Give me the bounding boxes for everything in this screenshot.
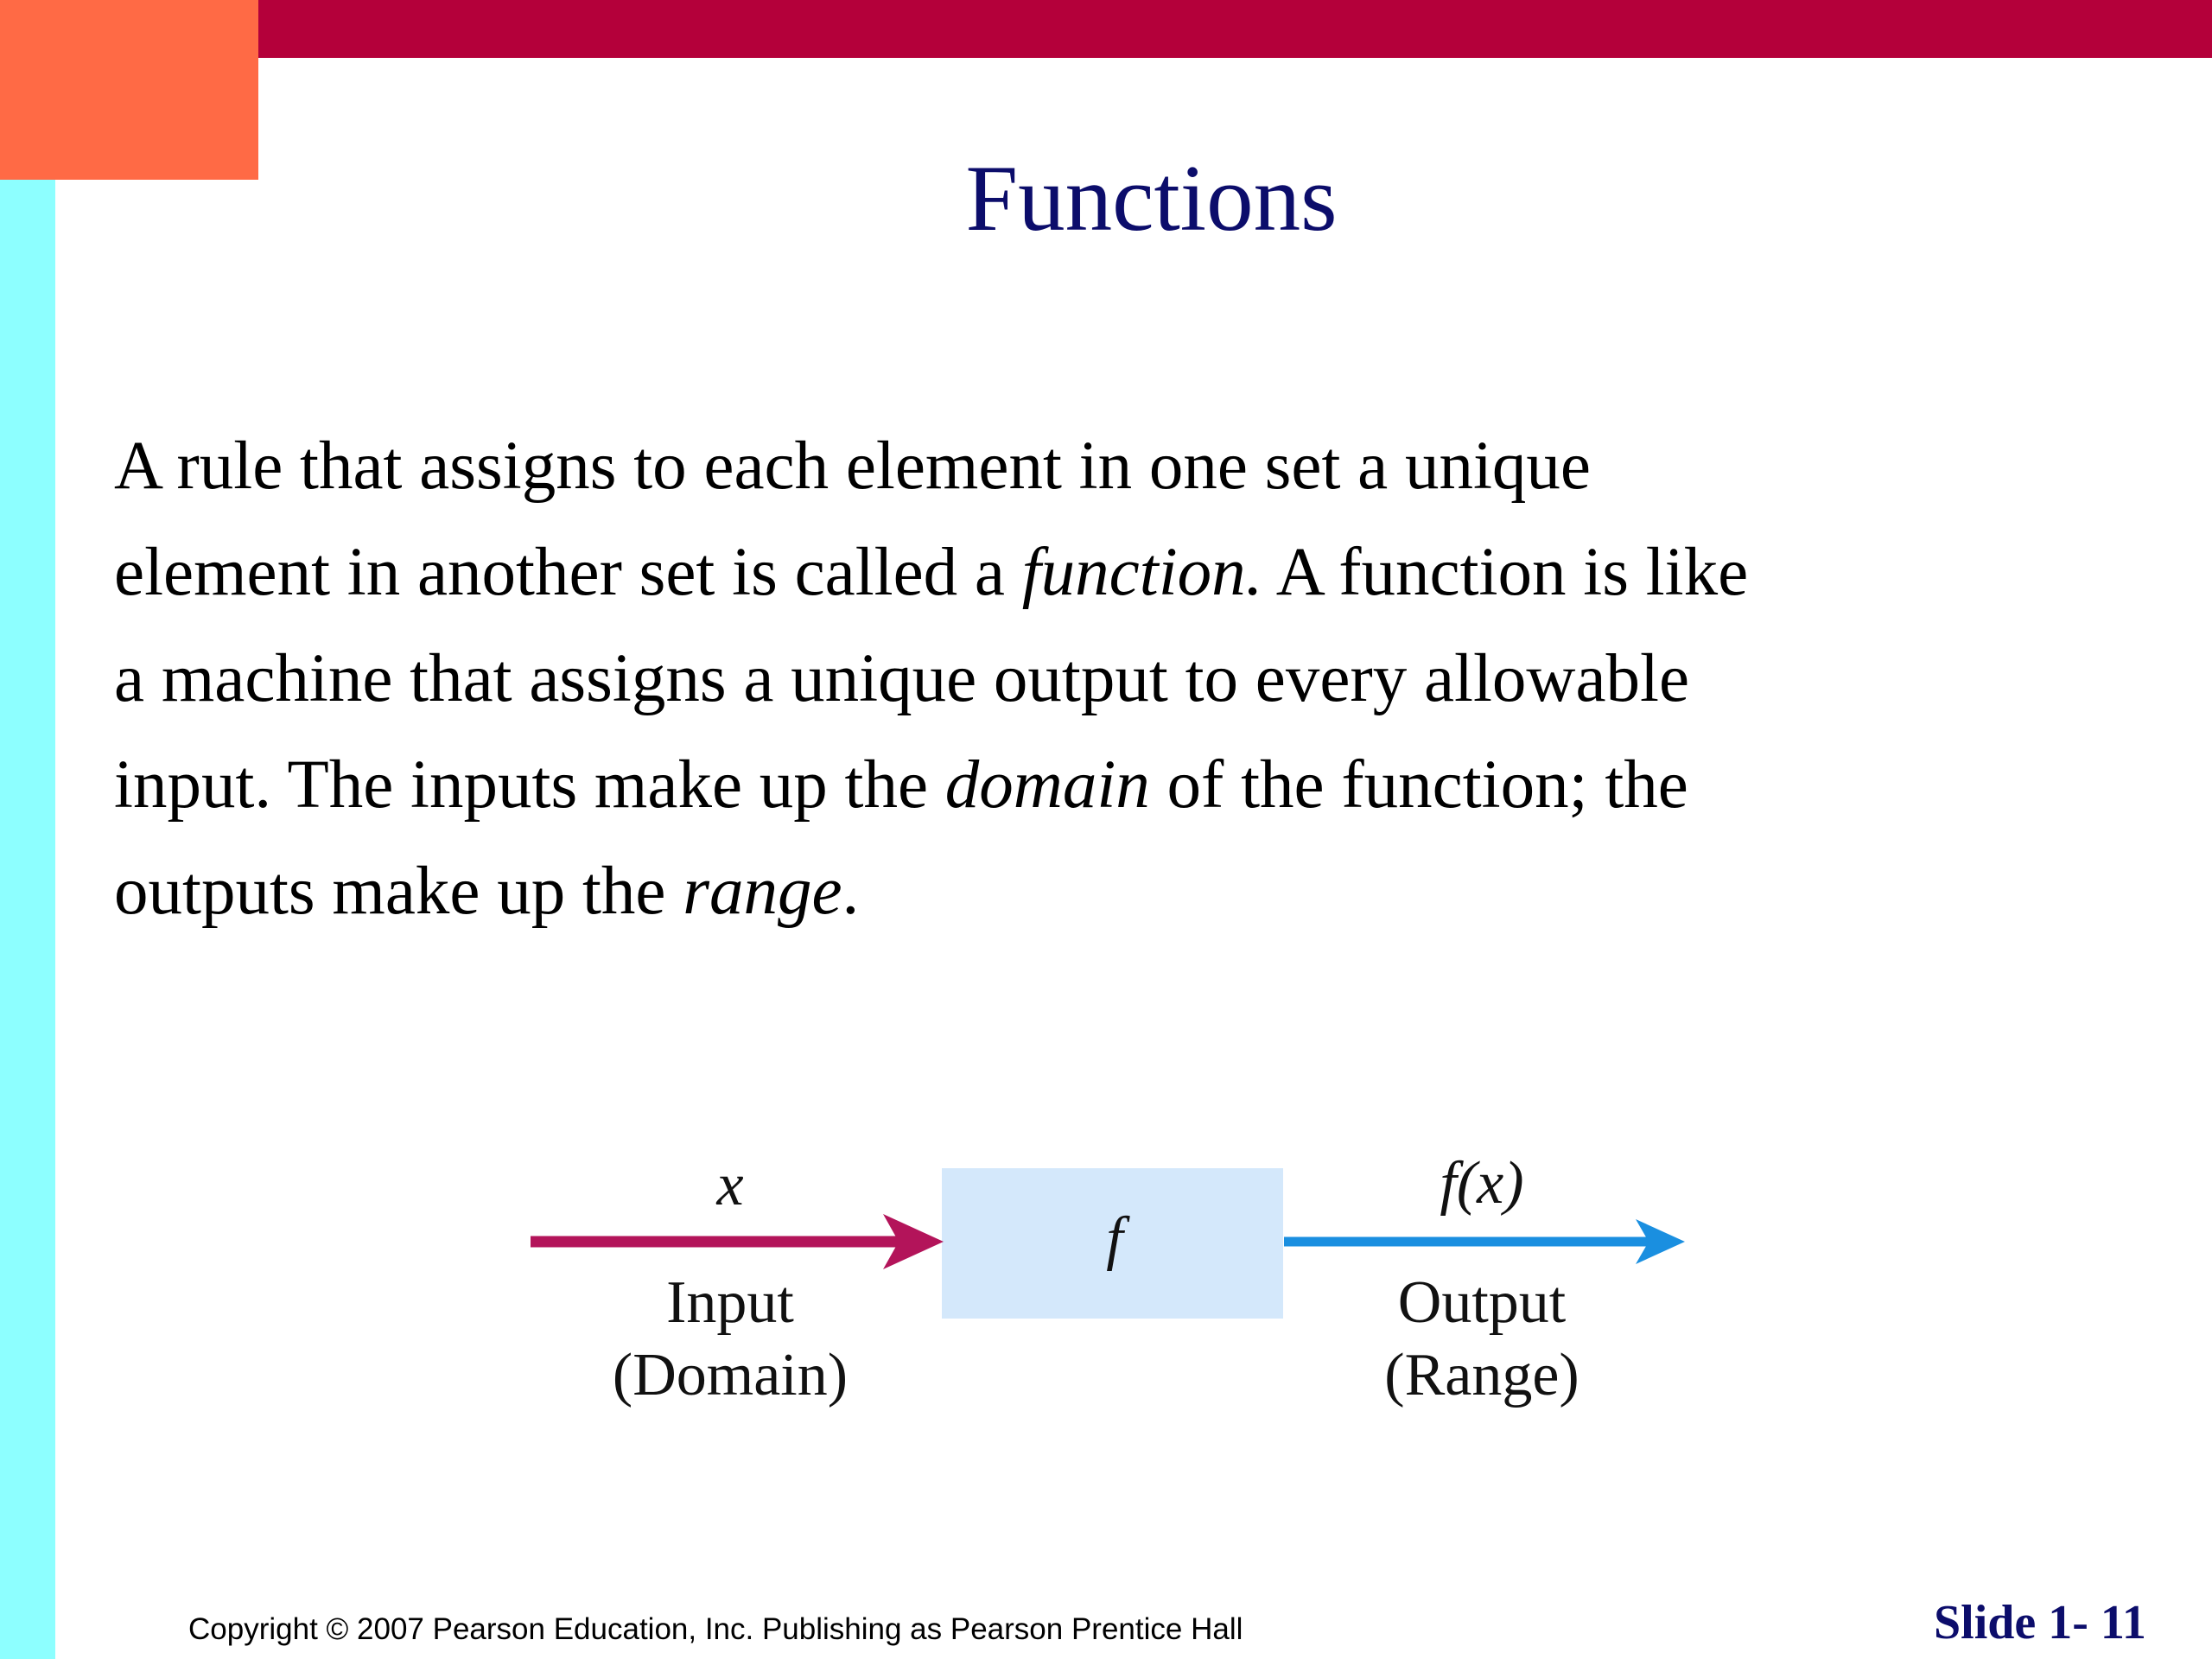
paragraph-line-3: a machine that assigns a unique output t… xyxy=(114,641,1690,716)
left-accent-bar xyxy=(0,0,55,1659)
input-label: Input xyxy=(666,1269,794,1336)
function-symbol: f xyxy=(1106,1205,1123,1272)
copyright-notice: Copyright © 2007 Pearson Education, Inc.… xyxy=(188,1612,1243,1646)
definition-paragraph: A rule that assigns to each element in o… xyxy=(114,413,2067,944)
paragraph-line-2-start: element in another set is called a xyxy=(114,535,1022,610)
term-domain: domain xyxy=(944,747,1150,823)
paragraph-line-5-end: . xyxy=(842,854,860,929)
corner-accent-block xyxy=(0,0,258,180)
paragraph-line-2-end: A function is like xyxy=(1262,535,1749,610)
output-symbol: f(x) xyxy=(1440,1150,1524,1217)
function-box xyxy=(942,1168,1283,1319)
output-label: Output xyxy=(1397,1269,1567,1336)
slide-number: Slide 1- 11 xyxy=(1934,1596,2146,1649)
top-accent-bar xyxy=(0,0,2212,58)
paragraph-line-4-end: of the function; the xyxy=(1149,747,1688,823)
paragraph-line-4: input. The inputs make up the domain of … xyxy=(114,732,2067,838)
slide-title: Functions xyxy=(965,146,1338,251)
paragraph-line-4-start: input. The inputs make up the xyxy=(114,747,945,823)
input-arrow-head xyxy=(883,1214,944,1269)
range-label: (Range) xyxy=(1384,1342,1580,1408)
paragraph-line-5-start: outputs make up the xyxy=(114,854,683,929)
term-function: function. xyxy=(1021,535,1263,610)
paragraph-line-2: element in another set is called a funct… xyxy=(114,519,2067,626)
paragraph-line-5: outputs make up the range. xyxy=(114,838,2067,944)
paragraph-line-1: A rule that assigns to each element in o… xyxy=(114,429,1591,504)
term-range: range xyxy=(683,854,842,929)
input-symbol: x xyxy=(716,1152,744,1218)
output-arrow-head xyxy=(1636,1219,1685,1264)
domain-label: (Domain) xyxy=(612,1342,849,1408)
